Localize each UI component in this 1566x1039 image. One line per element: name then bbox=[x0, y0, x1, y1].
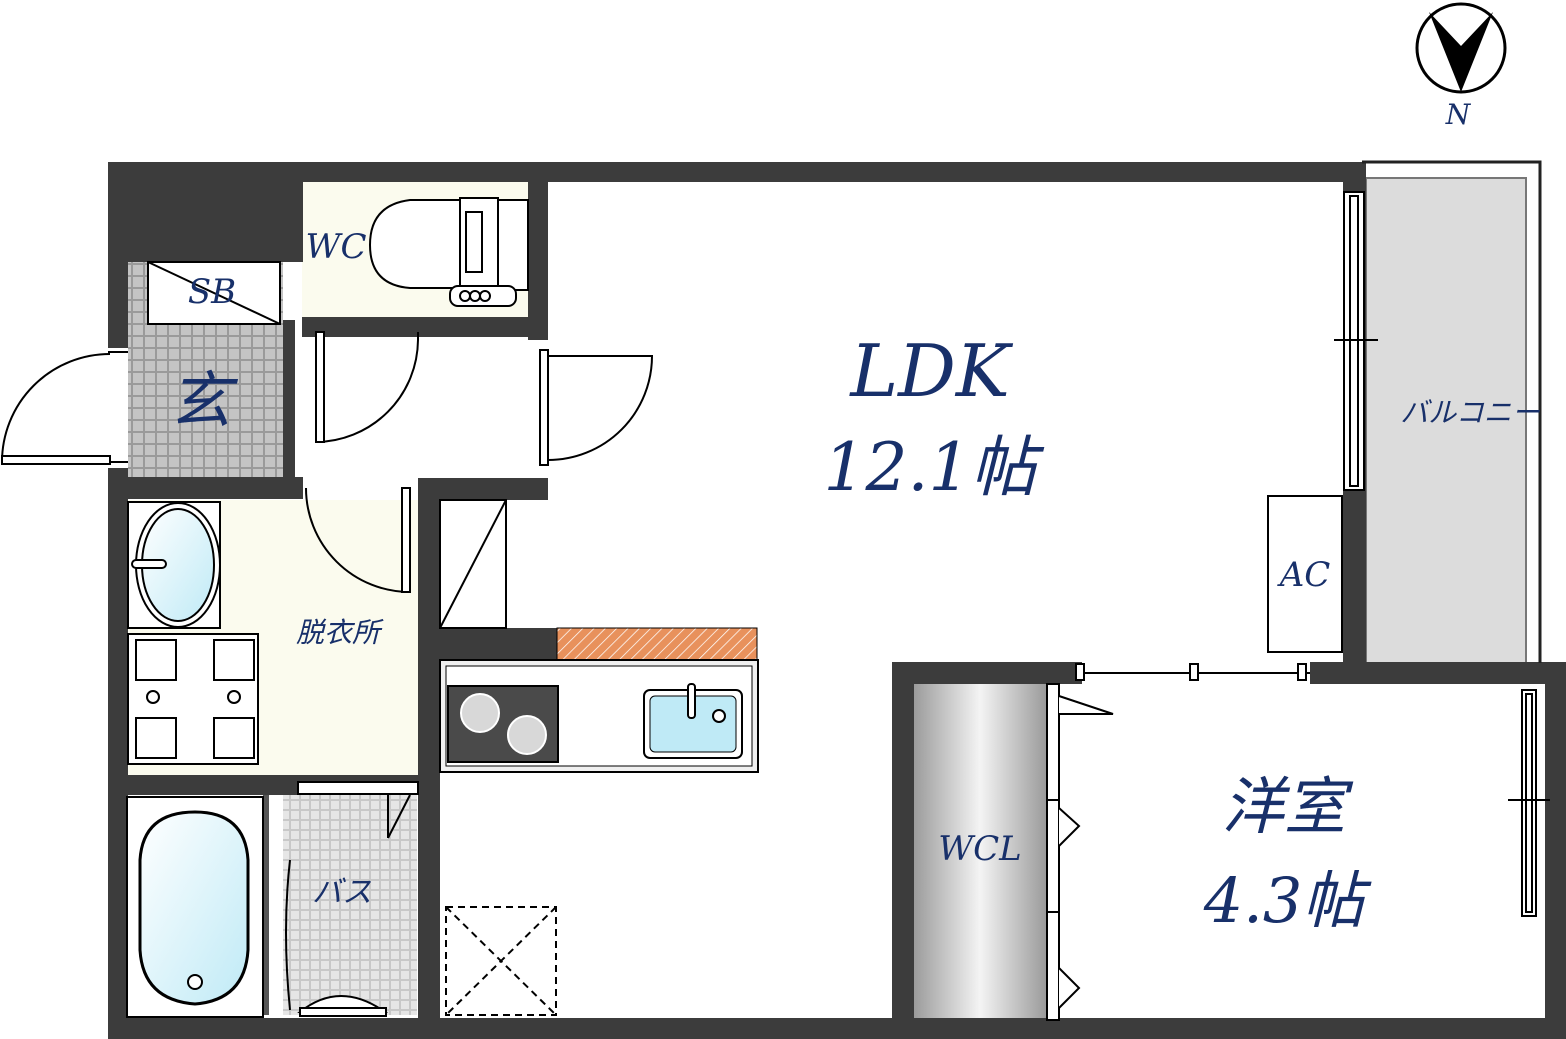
western-room-label: 洋室 bbox=[1222, 770, 1354, 843]
dressing-room-label: 脱衣所 bbox=[296, 616, 384, 649]
balcony-floor bbox=[1365, 177, 1527, 664]
wcl-doors bbox=[1046, 683, 1114, 1021]
western-room-size-label: 4.3帖 bbox=[1203, 864, 1373, 937]
balcony-outline bbox=[1362, 160, 1542, 663]
sb-label: SB bbox=[188, 272, 236, 312]
wcl-floor bbox=[913, 683, 1047, 1018]
ldk-size-label: 12.1帖 bbox=[824, 429, 1045, 506]
entrance-label: 玄 bbox=[169, 364, 239, 437]
bath-fittings bbox=[285, 781, 419, 1017]
doors bbox=[0, 331, 654, 594]
wc-label: WC bbox=[306, 227, 367, 267]
balcony-label: バルコニー bbox=[1400, 396, 1540, 429]
wcl-label: WCL bbox=[938, 829, 1022, 869]
compass-label: N bbox=[1445, 98, 1472, 131]
fridge-space bbox=[445, 906, 557, 1016]
western-room-window bbox=[1508, 689, 1550, 917]
storage-closet bbox=[439, 499, 507, 629]
north-arrow-icon bbox=[1415, 2, 1507, 94]
washing-machine-icon bbox=[127, 633, 259, 765]
ldk-label: LDK bbox=[848, 329, 1014, 413]
washbasin-icon bbox=[127, 501, 221, 629]
cooktop-icon bbox=[447, 685, 559, 763]
ac-label: AC bbox=[1277, 555, 1331, 595]
toilet-icon bbox=[368, 197, 529, 307]
bath-floor bbox=[283, 795, 417, 1015]
ac-unit bbox=[1267, 495, 1343, 653]
balcony-window bbox=[1334, 191, 1378, 491]
bathtub-icon bbox=[126, 796, 264, 1018]
walls bbox=[108, 162, 1566, 1039]
western-room-door bbox=[1075, 663, 1310, 681]
kitchen-sink-icon bbox=[643, 683, 743, 759]
bath-label: バス bbox=[312, 875, 372, 910]
shoe-box bbox=[147, 261, 281, 325]
